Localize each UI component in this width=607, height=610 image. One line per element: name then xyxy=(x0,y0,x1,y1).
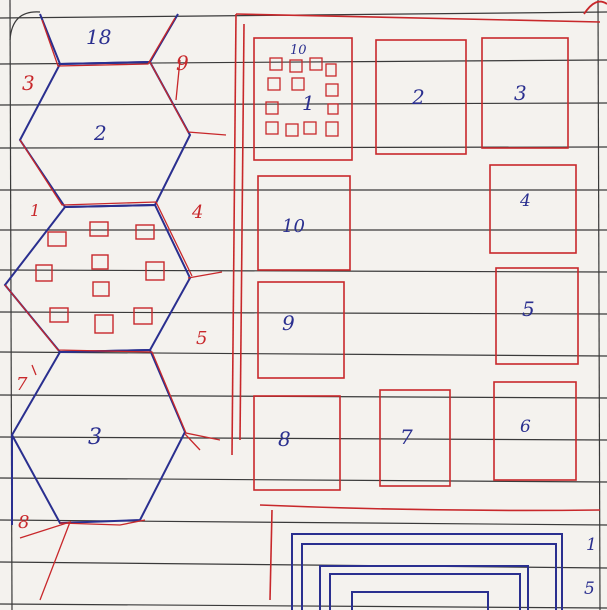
small-square xyxy=(326,84,338,96)
bottom-right-label-upper: 1 xyxy=(586,535,597,555)
room-9-label: 9 xyxy=(282,311,295,335)
room-6-label: 6 xyxy=(520,417,531,437)
side-label-mid-right: 4 xyxy=(191,202,203,223)
side-label-mid-left: 1 xyxy=(30,201,40,220)
small-square xyxy=(36,265,52,281)
room-2-label: 2 xyxy=(411,85,425,109)
side-label-upper-left: 3 xyxy=(22,71,35,95)
room-3-label: 3 xyxy=(514,81,527,105)
room-1-top-label: 10 xyxy=(290,43,307,58)
small-square xyxy=(48,232,66,246)
room-4 xyxy=(490,165,576,253)
small-square xyxy=(304,122,316,134)
room-8-label: 8 xyxy=(278,427,291,451)
room-1-label: 1 xyxy=(302,91,315,115)
small-square xyxy=(328,104,338,114)
hexagon-lower-label: 3 xyxy=(88,425,102,450)
small-square xyxy=(268,78,280,90)
small-square xyxy=(266,122,278,134)
room-8 xyxy=(254,396,340,490)
room-9 xyxy=(258,282,344,378)
small-square xyxy=(134,308,152,324)
room-7 xyxy=(380,390,450,486)
room-7-label: 7 xyxy=(400,425,413,449)
side-label-lower-left: 7 xyxy=(16,374,28,395)
small-square xyxy=(93,282,109,296)
room-5 xyxy=(496,268,578,364)
small-square xyxy=(292,78,304,90)
room-5-label: 5 xyxy=(522,297,535,321)
nested-rectangles xyxy=(292,534,562,610)
side-label-upper-right: 9 xyxy=(176,51,189,75)
hexagon-top-label: 18 xyxy=(86,25,111,49)
small-square xyxy=(90,222,108,236)
room-4-label: 4 xyxy=(519,191,531,211)
small-square xyxy=(326,64,336,76)
room-10-label: 10 xyxy=(282,216,305,237)
hexagon-middle xyxy=(5,205,190,352)
small-square xyxy=(286,124,298,136)
small-square xyxy=(50,308,68,322)
side-label-lower-right: 5 xyxy=(196,328,207,349)
small-square xyxy=(270,58,282,70)
room-6 xyxy=(494,382,576,480)
small-square xyxy=(95,315,113,333)
side-label-bottom-left: 8 xyxy=(18,512,29,533)
small-square xyxy=(92,255,108,269)
small-square xyxy=(310,58,322,70)
small-square xyxy=(326,122,338,136)
small-square xyxy=(136,225,154,239)
bottom-right-label-lower: 5 xyxy=(584,579,595,599)
hexagon-upper-label: 2 xyxy=(93,121,107,145)
hexagon-middle-grid xyxy=(36,222,164,333)
